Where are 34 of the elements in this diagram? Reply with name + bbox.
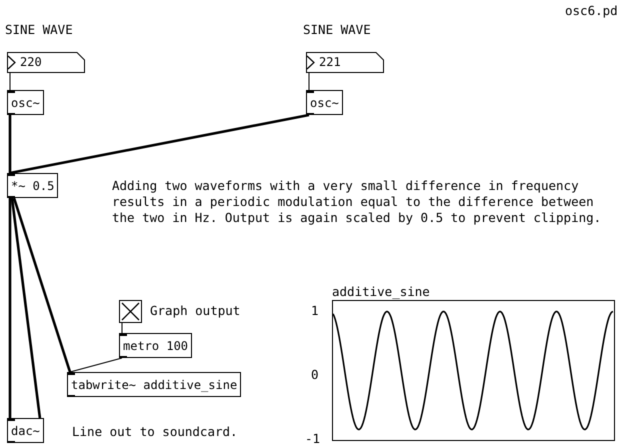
object-box [119, 333, 192, 358]
comment-text: 0 [311, 367, 319, 382]
comment-text: -1 [305, 431, 320, 446]
number-box [7, 52, 85, 73]
graph-title: additive_sine [332, 284, 430, 300]
patch-cord [8, 115, 12, 173]
object-name: osc~ [11, 96, 40, 110]
comment-paragraph: Adding two waveforms with a very small difference in frequency results in a periodic modulation equal to the difference between the two in Hz. Output is again scaled by 0.5 to prevent clipping. [112, 178, 602, 226]
comment-text: 1 [311, 303, 319, 318]
object-box [7, 418, 44, 443]
comment-text: Graph output [150, 303, 240, 318]
object-box [306, 90, 343, 115]
patch-cord [70, 358, 122, 372]
patch-cord [12, 198, 72, 372]
comment-text: osc6.pd [565, 3, 618, 18]
object-name: dac~ [11, 424, 40, 438]
number-value: 221 [319, 55, 341, 69]
object-name: tabwrite~ additive_sine [71, 378, 238, 392]
patch-cord [10, 198, 42, 418]
object-box [7, 90, 44, 115]
patch-cord [308, 72, 310, 90]
patch-cord [10, 114, 310, 174]
number-box [306, 52, 384, 73]
toggle-checkbox [119, 300, 142, 323]
comment-text: Line out to soundcard. [72, 424, 238, 439]
object-name: osc~ [310, 96, 339, 110]
object-box [7, 173, 58, 198]
patch-cord [8, 198, 12, 418]
object-name: metro 100 [123, 339, 188, 353]
comment-text: SINE WAVE [303, 22, 371, 37]
number-value: 220 [20, 55, 42, 69]
object-box [67, 372, 242, 397]
comment-text: SINE WAVE [5, 22, 73, 37]
object-name: *~ 0.5 [11, 179, 54, 193]
